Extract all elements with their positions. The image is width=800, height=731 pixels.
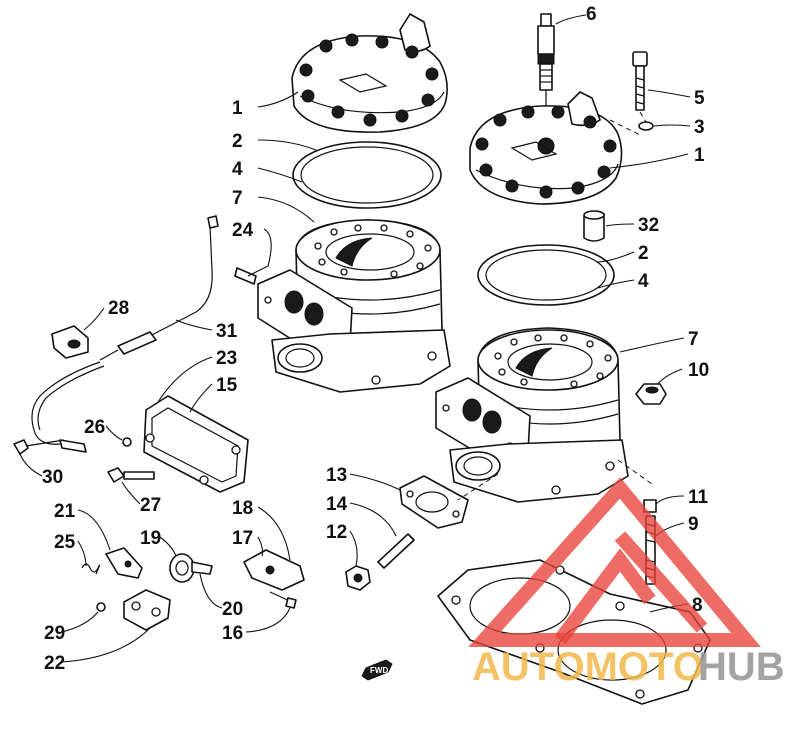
cylinder-right	[435, 327, 653, 503]
callout-label: 1	[694, 145, 705, 166]
callout-label: 27	[140, 495, 161, 516]
callout-label: 11	[688, 487, 709, 508]
exhaust-valve-cable	[31, 215, 219, 453]
callout-label: 9	[688, 514, 699, 535]
callout-label: 10	[688, 360, 709, 381]
exhaust-stud	[345, 533, 415, 591]
callout-label: 7	[232, 188, 243, 209]
valve-plate	[123, 589, 171, 631]
callout-label: 4	[638, 271, 649, 292]
callout-label: 15	[216, 375, 238, 396]
leader-lines	[19, 14, 691, 663]
valve-lever-17	[243, 549, 305, 591]
callout-label: 16	[222, 623, 243, 644]
callout-label: 1	[232, 98, 243, 119]
spring	[81, 563, 101, 575]
dowel-pin	[583, 210, 605, 242]
watermark-text-gray: HUB	[698, 645, 785, 689]
callout-label: 14	[326, 494, 348, 515]
callout-label: 21	[54, 501, 76, 522]
callout-label: 18	[232, 498, 253, 519]
exhaust-gasket	[399, 475, 469, 529]
callout-label: 4	[232, 159, 243, 180]
head-gasket-right	[477, 244, 615, 306]
callout-label: 32	[638, 215, 659, 236]
callout-label: 13	[326, 465, 347, 486]
cover-screw-30	[13, 439, 65, 455]
exhaust-cable-end	[234, 267, 257, 285]
head-bolt	[609, 51, 654, 137]
callout-label: 6	[586, 4, 597, 25]
screw-29	[96, 602, 106, 612]
valve-pin	[269, 591, 297, 609]
cover-screw-27	[107, 467, 155, 483]
cylinder-nut	[635, 383, 667, 405]
callout-label: 28	[108, 298, 129, 319]
valve-lever-21	[105, 547, 143, 579]
callout-label: 26	[84, 417, 105, 438]
callout-label: 20	[222, 599, 243, 620]
watermark-text-orange: AUTOMOTO	[472, 645, 704, 689]
spark-plug	[537, 13, 555, 136]
small-washer	[122, 437, 132, 447]
callout-label: 5	[694, 88, 705, 109]
callout-label: 19	[140, 528, 161, 549]
valve-pulley	[169, 553, 213, 583]
callout-label: 17	[232, 528, 253, 549]
watermark-logo: AUTOMOTO HUB	[468, 477, 785, 689]
callout-label: 25	[54, 532, 76, 553]
callout-label: 12	[326, 522, 347, 543]
callout-label: 2	[232, 131, 243, 152]
callout-label: 29	[44, 623, 65, 644]
callout-label: 3	[694, 117, 705, 138]
callout-label: 24	[232, 220, 254, 241]
fwd-arrow-icon: FWD	[361, 659, 393, 681]
callout-label: 31	[216, 321, 238, 342]
callout-numbers: 1 2 4 7 24 6 5 3 1 32 2 4 28 31 23 15 26…	[42, 4, 709, 674]
valve-cover	[143, 395, 249, 493]
callout-label: 30	[42, 467, 63, 488]
callout-label: 7	[688, 329, 699, 350]
fwd-label: FWD	[370, 666, 388, 675]
callout-label: 2	[638, 243, 649, 264]
cylinder-head-left	[291, 13, 448, 133]
callout-label: 23	[216, 348, 237, 369]
head-gasket-left	[292, 141, 442, 209]
cylinder-head-right	[469, 91, 623, 205]
callout-label: 22	[44, 653, 65, 674]
cable-clip	[51, 325, 89, 359]
cylinder-left	[257, 219, 451, 393]
callout-label: 8	[692, 595, 703, 616]
